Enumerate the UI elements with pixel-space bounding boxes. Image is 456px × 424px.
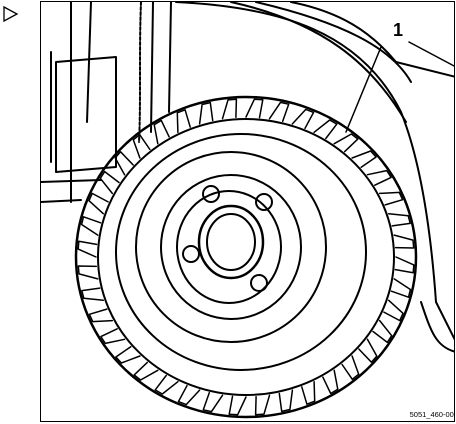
tread-block [176, 109, 191, 134]
tread-block [80, 216, 102, 236]
tread [77, 98, 415, 416]
tread-block [341, 355, 360, 381]
callout-leader-2 [408, 41, 454, 67]
tire [74, 95, 418, 419]
mast [50, 2, 172, 203]
tread-block [154, 374, 179, 395]
tread-block [88, 308, 114, 323]
tread-block [115, 345, 141, 364]
tread-block [153, 119, 170, 145]
tread-block [372, 319, 393, 344]
tread-block [333, 133, 359, 153]
tread-block [228, 395, 247, 416]
tread-block [390, 278, 412, 298]
tread-block [198, 101, 214, 125]
tread-block [133, 361, 159, 381]
tread-block [100, 328, 126, 345]
illustration-frame: 1 5051_460-004 [40, 1, 455, 422]
tread-block [177, 384, 201, 406]
tread-block [393, 234, 415, 249]
fender [175, 2, 454, 353]
tread-block [268, 101, 290, 123]
tread-block [301, 380, 316, 405]
tread-block [254, 394, 271, 416]
tread-block [114, 151, 134, 176]
tread-block [77, 240, 98, 258]
tread-block [77, 265, 99, 280]
rim [135, 151, 327, 343]
tread-block [132, 133, 151, 159]
tread-block [394, 256, 415, 274]
wheel-nuts [182, 185, 273, 292]
triangle-right-icon [2, 4, 20, 24]
tread-block [202, 391, 224, 413]
tread-block [322, 369, 339, 395]
tread-block [366, 169, 392, 186]
tread-block [358, 338, 378, 363]
callout-label: 1 [393, 20, 404, 40]
side-plate [41, 56, 117, 203]
tread-block [88, 192, 109, 215]
tread-block [221, 98, 238, 120]
wheel-illustration [41, 2, 454, 419]
tread-block [245, 98, 264, 119]
tread-block [291, 108, 315, 130]
tread-block [278, 389, 294, 413]
figure-id: 5051_460-004 [409, 410, 455, 419]
tread-block [81, 287, 105, 302]
tread-block [351, 150, 377, 169]
tread-block [383, 299, 404, 322]
callout-leader [345, 46, 382, 133]
tread-block [378, 191, 404, 206]
tread-block [313, 119, 338, 140]
tread-block [99, 170, 120, 195]
tread-block [387, 212, 411, 227]
